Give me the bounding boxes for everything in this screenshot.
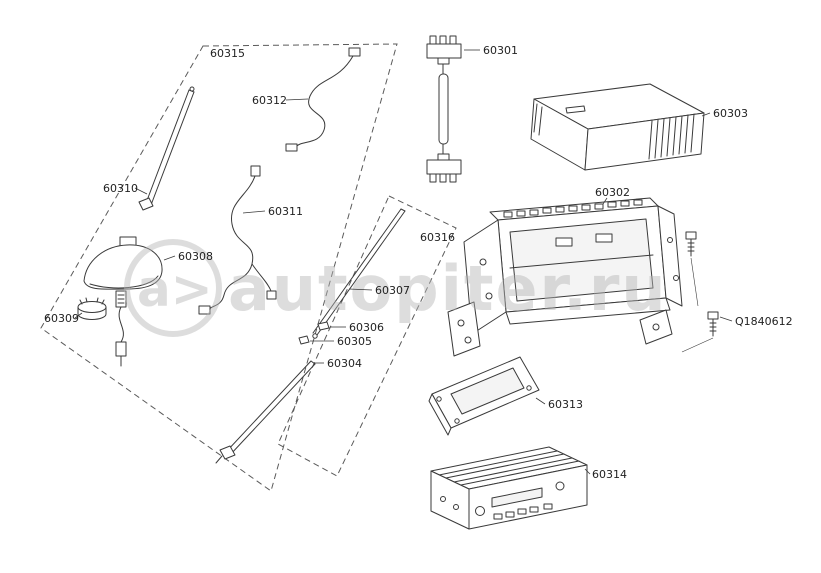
- svg-text:60309: 60309: [44, 312, 79, 325]
- watermark-site: autopiter.ru: [228, 252, 668, 325]
- svg-text:60302: 60302: [595, 186, 630, 199]
- part-Q1840612-drawing: [681, 311, 719, 353]
- part-label-60313: 60313: [535, 397, 583, 411]
- group-label-60315-text: 60315: [210, 47, 245, 60]
- part-label-60310: 60310: [103, 182, 148, 195]
- svg-text:60303: 60303: [713, 107, 748, 120]
- part-60314-drawing: [430, 446, 588, 530]
- part-60303-drawing: [530, 83, 705, 171]
- part-label-60305: 60305: [310, 335, 372, 348]
- svg-text:60305: 60305: [337, 335, 372, 348]
- part-label-60303: 60303: [701, 107, 748, 120]
- part-label-60312: 60312: [252, 94, 309, 107]
- part-label-60304: 60304: [314, 357, 362, 370]
- part-60302-drawing: [447, 197, 699, 357]
- part-label-60314: 60314: [584, 468, 627, 481]
- svg-text:60307: 60307: [375, 284, 410, 297]
- part-60306-drawing: [317, 321, 330, 331]
- group-label-60315: 60315: [210, 47, 245, 60]
- part-label-60302: 60302: [595, 186, 630, 205]
- group-label-60316-text: 60316: [420, 231, 455, 244]
- svg-text:60308: 60308: [178, 250, 213, 263]
- watermark-circle: [124, 239, 222, 337]
- svg-text:60311: 60311: [268, 205, 303, 218]
- part-label-Q1840612: Q1840612: [719, 315, 793, 328]
- part-label-60309: 60309: [44, 312, 83, 325]
- watermark: a> autopiter.ru: [124, 239, 668, 337]
- part-label-60308: 60308: [163, 250, 213, 263]
- svg-text:60314: 60314: [592, 468, 627, 481]
- part-60312-drawing: [285, 47, 361, 152]
- part-60311-drawing: [198, 165, 277, 315]
- part-labels: 60315 60316 60301 60312 60303 60310 6031…: [44, 44, 793, 481]
- part-label-60307: 60307: [348, 284, 410, 297]
- part-60304-drawing: [215, 360, 316, 464]
- part-60309-drawing: [77, 297, 107, 320]
- part-60305-drawing: [298, 335, 310, 345]
- group-label-60316: 60316: [420, 231, 455, 244]
- svg-text:60306: 60306: [349, 321, 384, 334]
- part-60307-drawing: [312, 208, 406, 339]
- svg-text:Q1840612: Q1840612: [735, 315, 793, 328]
- svg-text:60313: 60313: [548, 398, 583, 411]
- part-label-60301: 60301: [464, 44, 518, 57]
- svg-text:60310: 60310: [103, 182, 138, 195]
- svg-text:60312: 60312: [252, 94, 287, 107]
- watermark-logo: a>: [137, 260, 213, 318]
- part-60310-drawing: [138, 86, 195, 211]
- part-60313-drawing: [428, 356, 540, 436]
- part-60308-drawing: [83, 236, 163, 367]
- svg-text:60304: 60304: [327, 357, 362, 370]
- part-60301-drawing: [426, 35, 462, 183]
- svg-text:60301: 60301: [483, 44, 518, 57]
- part-label-60306: 60306: [330, 321, 384, 334]
- part-label-60311: 60311: [242, 205, 303, 218]
